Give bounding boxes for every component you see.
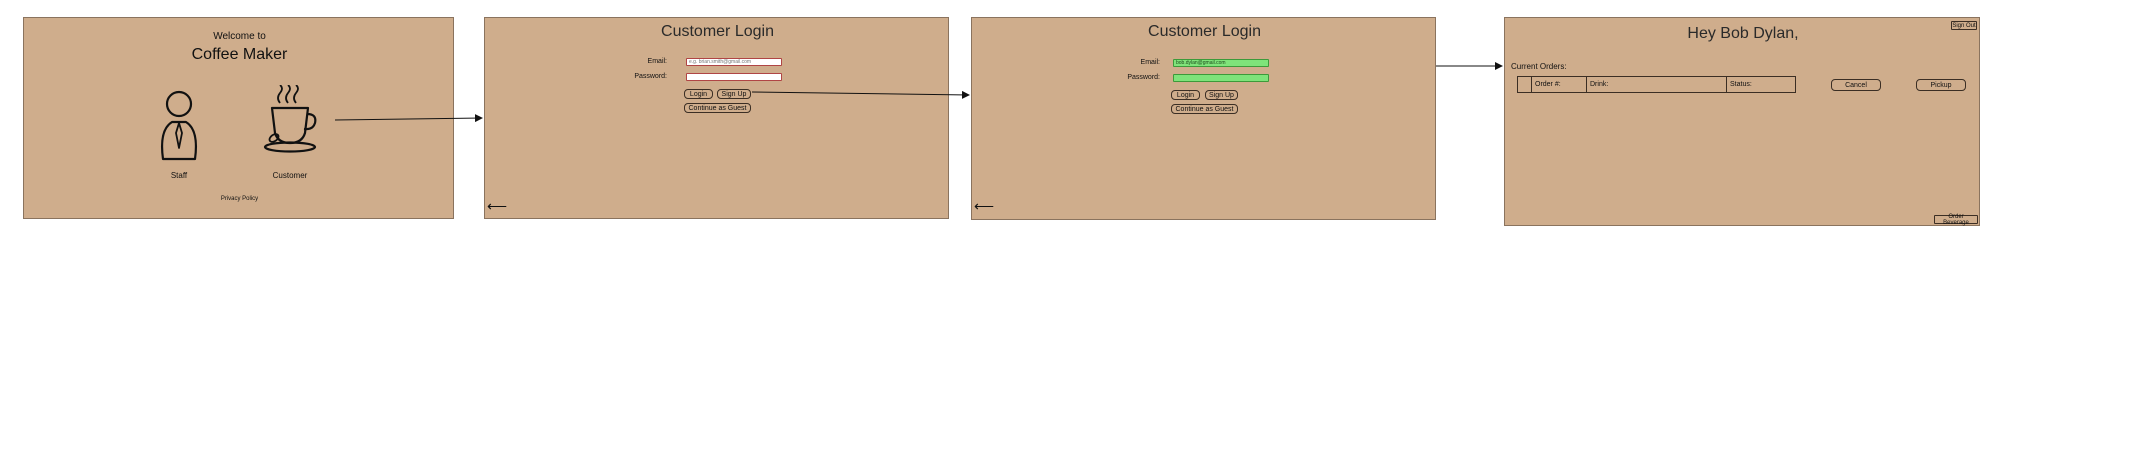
email-label: Email: (1140, 59, 1160, 66)
email-input[interactable] (686, 58, 782, 66)
login-screen-filled: Customer Login Email: Password: Login Si… (971, 17, 1436, 220)
login-screen-empty: Customer Login Email: Password: Login Si… (484, 17, 949, 219)
customer-dashboard: Hey Bob Dylan, Sign Out Current Orders: … (1504, 17, 1980, 226)
customer-option[interactable]: Customer (260, 84, 320, 183)
cancel-button[interactable]: Cancel (1831, 79, 1881, 91)
password-label: Password: (1127, 74, 1160, 81)
welcome-screen: Welcome to Coffee Maker Staff Customer P… (23, 17, 454, 219)
back-arrow-icon[interactable]: ⟵ (974, 198, 995, 214)
app-name: Coffee Maker (191, 46, 288, 63)
user-greeting: Hey Bob Dylan, (1687, 25, 1799, 42)
staff-person-icon (160, 90, 198, 161)
password-input[interactable] (686, 73, 782, 81)
signup-button[interactable]: Sign Up (1205, 90, 1238, 100)
staff-label: Staff (170, 171, 188, 180)
email-input[interactable] (1173, 59, 1269, 67)
signup-button[interactable]: Sign Up (717, 89, 751, 99)
column-drink: Drink: (1586, 76, 1727, 93)
order-beverage-button[interactable]: Order Beverage (1934, 214, 1978, 226)
staff-option[interactable]: Staff (154, 88, 204, 183)
coffee-cup-icon (263, 84, 317, 153)
pickup-button[interactable]: Pickup (1916, 79, 1966, 91)
password-label: Password: (634, 73, 667, 80)
back-arrow-icon[interactable]: ⟵ (487, 198, 508, 214)
password-input[interactable] (1173, 74, 1269, 82)
arrow-signup-to-filled-login (751, 90, 970, 99)
sign-out-button[interactable]: Sign Out (1951, 21, 1977, 30)
login-button[interactable]: Login (684, 89, 713, 99)
privacy-policy-link[interactable]: Privacy Policy (220, 196, 259, 202)
page-title: Customer Login (661, 23, 774, 40)
continue-guest-button[interactable]: Continue as Guest (1171, 104, 1238, 114)
column-status: Status: (1726, 76, 1796, 93)
arrow-customer-to-login (334, 114, 483, 123)
welcome-greeting: Welcome to (213, 31, 266, 42)
current-orders-heading: Current Orders: (1511, 62, 1567, 71)
email-label: Email: (647, 58, 667, 65)
orders-table: Order #: Drink: Status: (1517, 76, 1796, 93)
continue-guest-button[interactable]: Continue as Guest (684, 103, 751, 113)
page-title: Customer Login (1148, 23, 1261, 40)
customer-label: Customer (272, 171, 308, 180)
orders-header-row: Order #: Drink: Status: (1517, 76, 1796, 93)
login-button[interactable]: Login (1171, 90, 1200, 100)
